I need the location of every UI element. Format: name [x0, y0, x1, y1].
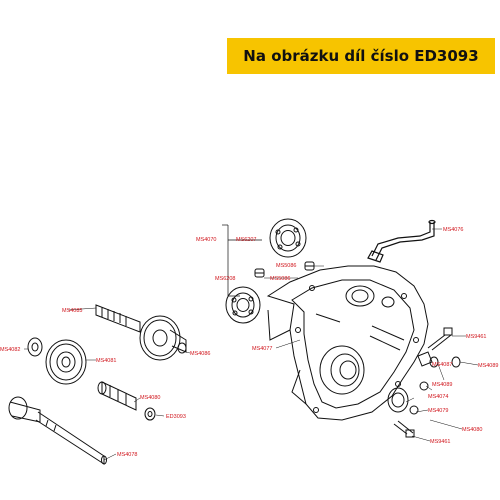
- label-ms5086-upper: MS5086: [276, 263, 297, 269]
- part-number-banner: Na obrázku díl číslo ED3093: [227, 38, 495, 74]
- washer-ed3093: [144, 407, 156, 421]
- label-ms9461-upper: MS9461: [466, 334, 487, 340]
- bracket-lines: [222, 224, 262, 297]
- label-ms4080-right: MS4080: [462, 427, 483, 433]
- label-ms4085: MS4085: [62, 308, 83, 314]
- banner-text: Na obrázku díl číslo ED3093: [243, 47, 479, 65]
- gear-shaft-ms4085: [95, 304, 187, 361]
- bearing-ms6207: [269, 218, 307, 258]
- label-ms4078: MS4078: [117, 452, 138, 458]
- label-ms4086: MS4086: [190, 351, 211, 357]
- dowel-pin-lower: [254, 268, 265, 278]
- label-ed3093: ED3093: [166, 414, 186, 420]
- label-ms4082: MS4082: [0, 347, 21, 353]
- label-ms4070: MS4070: [196, 237, 217, 243]
- leader-lines: [24, 228, 479, 461]
- label-ms4089-right: MS4089: [478, 363, 499, 369]
- label-ms4079: MS4079: [428, 408, 449, 414]
- shaft-ms4080: [97, 381, 137, 411]
- bearing-ms6208: [225, 286, 261, 324]
- part-labels: MS4070 MS6207 MS5086 MS6208 MS5086 MS407…: [0, 227, 499, 458]
- bolt-ms9461-upper: [427, 327, 453, 351]
- breather-pipe: [367, 219, 436, 263]
- label-ms9461-lower: MS9461: [430, 439, 451, 445]
- label-ms4087: MS4087: [432, 362, 453, 368]
- label-ms4074: MS4074: [428, 394, 449, 400]
- label-ms6207: MS6207: [236, 237, 257, 243]
- label-ms4089: MS4089: [432, 382, 453, 388]
- bolt-ms9461-lower: [393, 420, 415, 438]
- drive-shaft-ms4078: [8, 396, 107, 465]
- label-ms4081: MS4081: [96, 358, 117, 364]
- label-ms4076: MS4076: [443, 227, 464, 233]
- crankcase-cover: [266, 265, 429, 421]
- washer-ms4082: [27, 337, 43, 357]
- dowel-pin-upper: [304, 261, 315, 271]
- label-ms4080: MS4080: [140, 395, 161, 401]
- gear-ms4081: [45, 339, 87, 385]
- label-ms6208: MS6208: [215, 276, 236, 282]
- label-ms4077: MS4077: [252, 346, 273, 352]
- oil-seal: [387, 387, 419, 415]
- label-ms5086-lower: MS5086: [270, 276, 291, 282]
